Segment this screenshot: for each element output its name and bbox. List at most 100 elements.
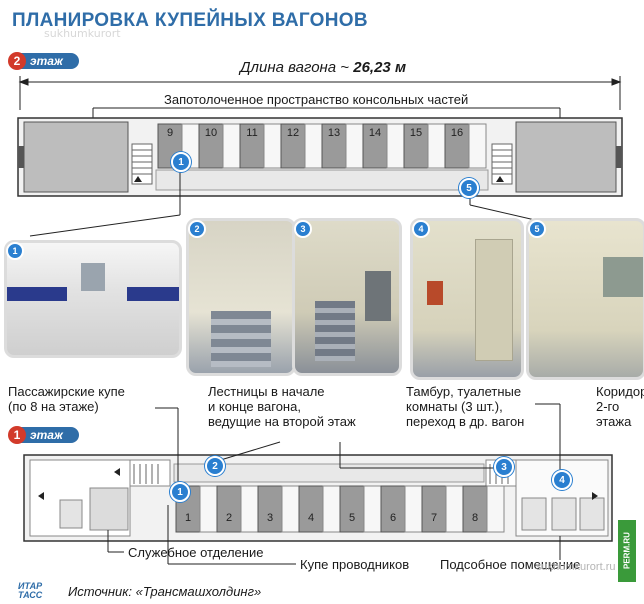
conductor-coupe-label: Купе проводников <box>300 557 410 572</box>
upper-coupe-number: 15 <box>409 127 423 139</box>
service-section-label: Служебное отделение <box>128 545 264 560</box>
utility-room-label: Подсобное помещение <box>440 557 581 572</box>
callout-lines <box>29 164 561 565</box>
vestibule-label-line2: комнаты (3 шт.), <box>406 399 503 414</box>
lower-coupe-partition <box>240 485 259 533</box>
lower-coupe-2 <box>216 485 242 533</box>
corridor-label-line2: 2-го <box>596 399 620 414</box>
toilet-door <box>475 239 513 361</box>
door-window <box>427 281 443 305</box>
floor-1-number: 1 <box>8 426 26 444</box>
photo-passenger-coupe <box>4 240 182 358</box>
lower-coupe-4 <box>298 485 324 533</box>
upper-coupe-number: 16 <box>450 127 464 139</box>
upper-coupe-number: 11 <box>246 127 258 139</box>
lower-coupe-number: 2 <box>225 512 233 524</box>
logo-line2: ТАСС <box>18 590 43 600</box>
passenger-label-line1: Пассажирские купе <box>8 384 125 399</box>
bottom-watermark: sukhumkurort.ru <box>536 561 616 573</box>
upper-stairs-left <box>131 143 153 185</box>
floor-2-tag: 2 этаж <box>8 52 79 70</box>
upper-coupe-number: 9 <box>166 127 174 139</box>
doorway-shape <box>365 271 391 321</box>
upper-coupe-13 <box>321 123 347 169</box>
upper-coupe-10 <box>198 123 224 169</box>
watermark-text: sukhumkurort <box>44 27 121 40</box>
upper-coupe-number: 10 <box>204 127 218 139</box>
passenger-coupes-label: Пассажирские купе (по 8 на этаже) <box>8 384 125 414</box>
upper-coupe-partition <box>304 123 323 169</box>
lower-coupe-5 <box>339 485 365 533</box>
photo-marker-5: 5 <box>528 220 546 238</box>
lower-coupe-6 <box>380 485 406 533</box>
vestibule-label-line1: Тамбур, туалетные <box>406 384 522 399</box>
plan-marker-1-upper: 1 <box>171 152 191 172</box>
source-label: Источник: «Трансмашхолдинг» <box>68 584 262 599</box>
upper-coupe-number: 12 <box>286 127 300 139</box>
lower-coupe-number: 8 <box>471 512 479 524</box>
window-shape <box>81 263 105 291</box>
lower-coupe-number: 5 <box>348 512 356 524</box>
lower-coupe-partition <box>199 485 218 533</box>
photo-marker-3: 3 <box>294 220 312 238</box>
berth-right <box>127 287 179 301</box>
stairs-label-line1: Лестницы в начале <box>208 384 325 399</box>
upper-coupes <box>157 123 487 169</box>
upper-coupe-partition <box>222 123 241 169</box>
lower-coupe-number: 6 <box>389 512 397 524</box>
photo-vestibule <box>410 218 524 380</box>
plan-marker-5: 5 <box>459 178 479 198</box>
floor-2-word: этаж <box>20 53 79 69</box>
length-arrow <box>18 76 622 110</box>
logo-line1: ИТАР <box>18 581 43 591</box>
itar-tass-logo: ИТАР ТАСС <box>18 582 42 600</box>
upper-coupe-11 <box>239 123 265 169</box>
lower-coupe-8 <box>462 485 488 533</box>
lower-coupe-partition <box>322 485 341 533</box>
page-title: ПЛАНИРОВКА КУПЕЙНЫХ ВАГОНОВ <box>12 10 368 31</box>
upper-stairs-right <box>491 143 513 185</box>
lower-coupe-number: 3 <box>266 512 274 524</box>
lower-coupe-7 <box>421 485 447 533</box>
upper-coupe-partition <box>263 123 282 169</box>
vestibule-label: Тамбур, туалетные комнаты (3 шт.), перех… <box>406 384 524 429</box>
car-length-prefix: Длина вагона ~ <box>240 59 354 76</box>
corridor-label: Коридор 2-го этажа <box>596 384 644 429</box>
photo-marker-1: 1 <box>6 242 24 260</box>
upper-coupe-number: 13 <box>327 127 341 139</box>
upper-coupe-15 <box>403 123 429 169</box>
upper-coupe-partition <box>468 123 487 169</box>
plan-marker-1-lower: 1 <box>170 482 190 502</box>
console-space-label: Запотолоченное пространство консольных ч… <box>160 92 473 107</box>
stair-steps <box>211 311 271 367</box>
lower-coupe-number: 7 <box>430 512 438 524</box>
car-length-value: 26,23 м <box>353 59 407 76</box>
lower-coupe-partition <box>281 485 300 533</box>
passenger-label-line2: (по 8 на этаже) <box>8 399 99 414</box>
floor-1-word: этаж <box>20 427 79 443</box>
upper-coupe-14 <box>362 123 388 169</box>
lower-coupes <box>175 485 505 533</box>
car-length-label: Длина вагона ~ 26,23 м <box>240 60 406 75</box>
lower-coupe-partition <box>404 485 423 533</box>
photo-upper-corridor <box>292 218 402 376</box>
photo-marker-2: 2 <box>188 220 206 238</box>
upper-coupe-12 <box>280 123 306 169</box>
corridor-steps <box>315 301 355 361</box>
lower-coupe-number: 4 <box>307 512 315 524</box>
photo-marker-4: 4 <box>412 220 430 238</box>
plan-marker-4: 4 <box>552 470 572 490</box>
floor-1-tag: 1 этаж <box>8 426 79 444</box>
perm-badge: PERM.RU <box>618 520 636 582</box>
upper-coupe-partition <box>386 123 405 169</box>
lower-coupe-partition <box>363 485 382 533</box>
photo-stairs <box>186 218 296 376</box>
plan-marker-3: 3 <box>494 457 514 477</box>
floor-2-number: 2 <box>8 52 26 70</box>
stairs-label-line3: ведущие на второй этаж <box>208 414 356 429</box>
lower-stairs-left <box>133 464 159 484</box>
upper-coupe-partition <box>345 123 364 169</box>
upper-coupe-16 <box>444 123 470 169</box>
upper-coupe-number: 14 <box>368 127 382 139</box>
